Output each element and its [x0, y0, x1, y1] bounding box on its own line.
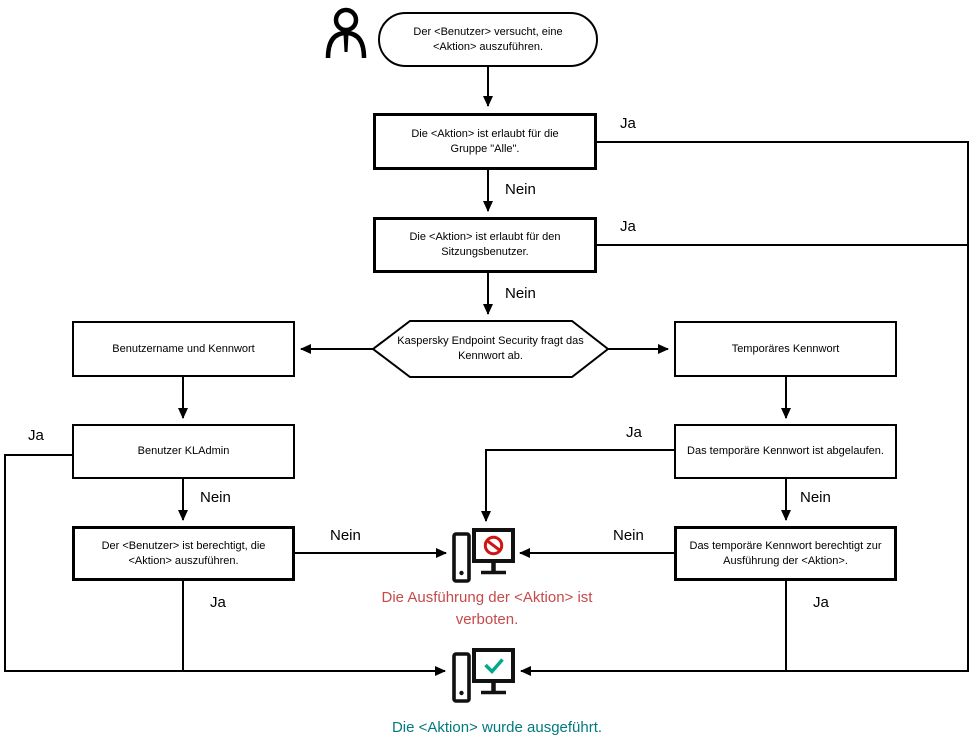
computer-success-icon — [452, 648, 515, 703]
success-caption: Die <Aktion> wurde ausgeführt. — [391, 719, 603, 736]
edge-label-session-nein: Nein — [505, 285, 536, 302]
node-password-prompt-label: Kaspersky Endpoint Security fragt das Ke… — [397, 335, 584, 362]
node-user-kladmin: Benutzer KLAdmin — [72, 424, 295, 479]
prohibition-icon — [483, 535, 504, 556]
edge-label-tempauth-ja: Ja — [813, 594, 829, 611]
node-action-allowed-all: Die <Aktion> ist erlaubt für die Gruppe … — [373, 113, 597, 170]
computer-blocked-icon — [452, 528, 515, 583]
edge-label-authorized-ja: Ja — [210, 594, 226, 611]
node-action-allowed-session: Die <Aktion> ist erlaubt für den Sitzung… — [373, 217, 597, 273]
node-temp-password-expired: Das temporäre Kennwort ist abgelaufen. — [674, 424, 897, 479]
edge-label-session-ja: Ja — [620, 218, 636, 235]
edge-kladmin-ja — [4, 454, 446, 676]
person-icon — [325, 7, 367, 59]
node-username-password: Benutzername und Kennwort — [72, 321, 295, 377]
node-start: Der <Benutzer> versucht, eine <Aktion> a… — [378, 12, 598, 67]
edge-label-kladmin-nein: Nein — [200, 489, 231, 506]
edge-label-all-ja: Ja — [620, 115, 636, 132]
denied-caption: Die Ausführung der <Aktion> ist verboten… — [381, 589, 593, 628]
connectors — [4, 67, 969, 676]
node-temp-password: Temporäres Kennwort — [674, 321, 897, 377]
edge-label-authorized-nein: Nein — [330, 527, 361, 544]
node-temp-password-authorizes: Das temporäre Kennwort berechtigt zur Au… — [674, 526, 897, 581]
edge-label-expired-ja: Ja — [626, 424, 642, 441]
password-prompt-hexagon — [371, 320, 610, 378]
node-user-authorized: Der <Benutzer> ist berechtigt, die <Akti… — [72, 526, 295, 581]
edge-label-all-nein: Nein — [505, 181, 536, 198]
edge-label-tempauth-nein: Nein — [613, 527, 644, 544]
checkmark-icon — [484, 658, 504, 674]
edge-label-kladmin-ja: Ja — [28, 427, 44, 444]
edge-label-expired-nein: Nein — [800, 489, 831, 506]
edge-expired-ja — [481, 449, 674, 522]
edge-all-ja — [520, 141, 969, 676]
